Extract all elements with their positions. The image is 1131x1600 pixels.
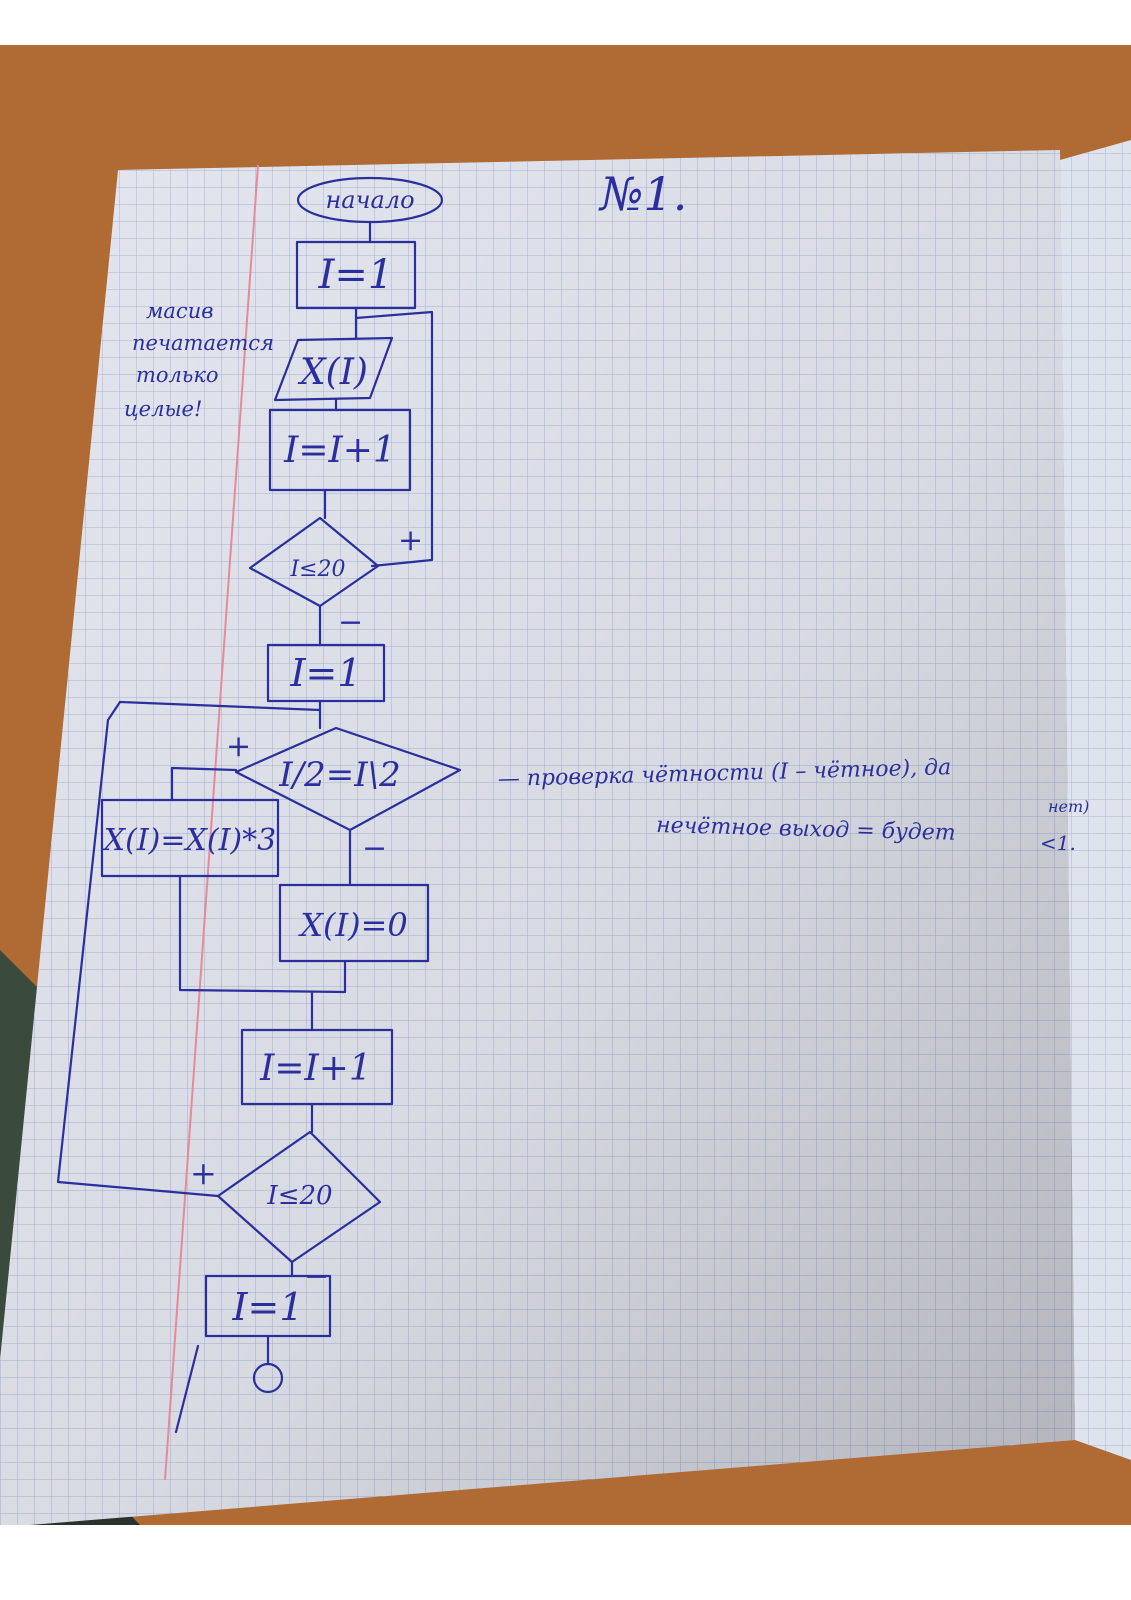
increment-label-2: I=I+1	[259, 1048, 372, 1089]
init-box-2	[266, 643, 386, 703]
loop-back-line-2	[56, 700, 220, 1198]
init-label-1: I=1	[318, 252, 394, 298]
condition-label-2: I/2=I\2	[278, 755, 401, 795]
input-label: X(I)	[297, 352, 368, 393]
condition-label-3: I≤20	[266, 1181, 332, 1211]
increment-box-1	[268, 408, 412, 492]
condition-1-yes-mark: +	[398, 523, 423, 558]
merge-line	[178, 874, 347, 994]
assign-false-box	[278, 883, 430, 963]
increment-box-2	[240, 1028, 394, 1106]
start-label: начало	[325, 186, 414, 214]
condition-2-yes-mark: +	[226, 729, 251, 764]
margin-line	[164, 164, 259, 1481]
assign-false-label: X(I)=0	[297, 906, 408, 944]
loop-back-line-1	[354, 306, 434, 568]
notebook-page	[0, 140, 1131, 1525]
assign-true-box	[100, 798, 280, 878]
init-label-2: I=1	[289, 651, 361, 695]
condition-1-no-mark: −	[338, 605, 363, 640]
side-note-line-4: целые!	[124, 397, 202, 421]
side-note-line-2: печатается	[132, 331, 274, 355]
flowchart	[56, 176, 462, 1434]
annotation-line-4: <1.	[1040, 831, 1076, 855]
increment-label-1: I=I+1	[283, 430, 396, 471]
page-continuation-line	[174, 1344, 200, 1434]
init-label-3: I=1	[231, 1285, 303, 1329]
input-parallelogram	[273, 336, 394, 402]
condition-label-1: I≤20	[289, 557, 345, 582]
page-number: №1.	[598, 167, 687, 221]
side-note-line-1: масив	[146, 299, 213, 323]
loop-entry-line-2	[118, 700, 322, 712]
side-note-line-3: только	[136, 363, 219, 387]
true-branch-line	[170, 766, 238, 802]
condition-2-no-mark: −	[362, 831, 387, 866]
assign-true-label: X(I)=X(I)*3	[102, 823, 276, 858]
annotation-line-3: нет)	[1048, 797, 1089, 816]
condition-3-yes-mark: +	[190, 1154, 217, 1192]
condition-3-no-mark: −	[304, 1259, 329, 1294]
